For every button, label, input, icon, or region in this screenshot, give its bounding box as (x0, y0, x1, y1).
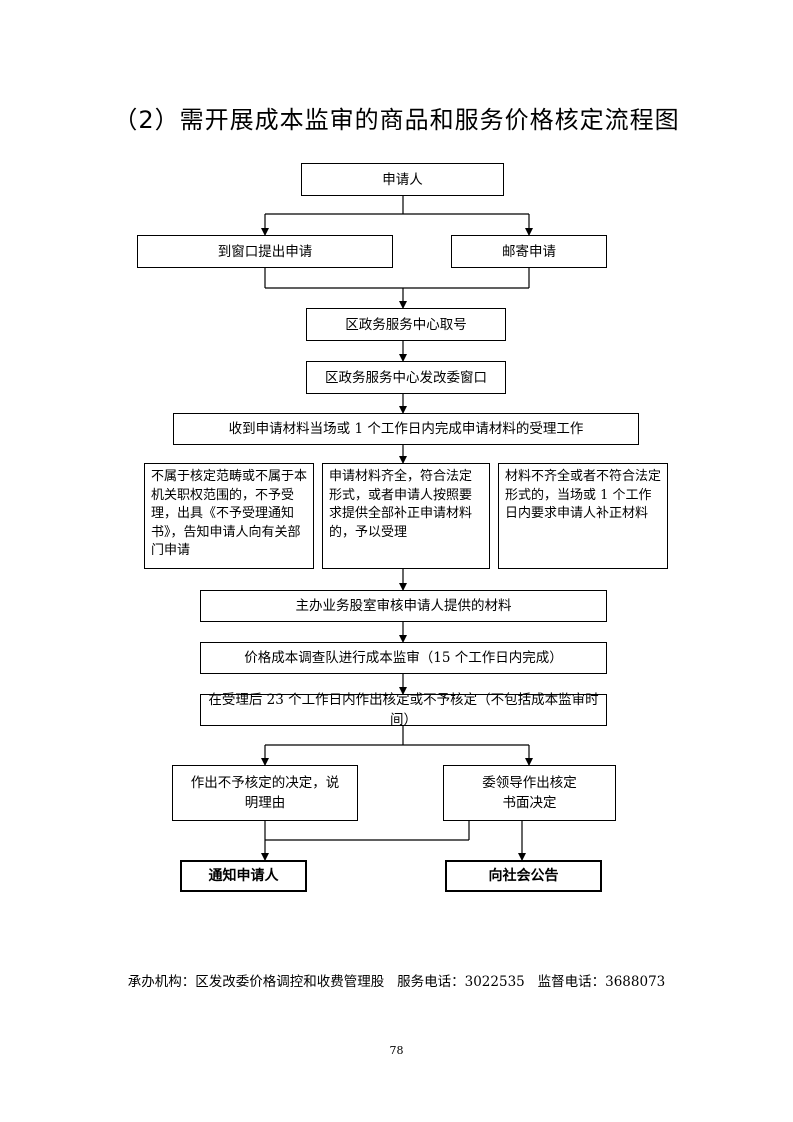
page-number: 78 (389, 1044, 404, 1057)
intake-box: 收到申请材料当场或 1 个工作日内完成申请材料的受理工作 (173, 413, 639, 445)
review-box: 主办业务股室审核申请人提供的材料 (200, 590, 607, 622)
window-box: 区政务服务中心发改委窗口 (306, 361, 506, 394)
mail-application-box: 邮寄申请 (451, 235, 607, 268)
written-decision-line2: 书面决定 (502, 795, 557, 811)
written-decision-box: 委领导作出核定 书面决定 (443, 765, 616, 821)
page-title: （2）需开展成本监审的商品和服务价格核定流程图 (113, 106, 680, 134)
public-announcement-box: 向社会公告 (445, 860, 602, 892)
applicant-box: 申请人 (301, 163, 504, 196)
take-number-box: 区政务服务中心取号 (306, 308, 506, 341)
service-phone: 服务电话：3022535 (397, 974, 525, 990)
reject-box: 不属于核定范畴或不属于本机关职权范围的，不予受理，出具《不予受理通知书》，告知申… (144, 463, 314, 569)
walk-in-application-box: 到窗口提出申请 (137, 235, 393, 268)
notify-applicant-box: 通知申请人 (180, 860, 307, 892)
supplement-box: 材料不齐全或者不符合法定形式的，当场或 1 个工作日内要求申请人补正材料 (498, 463, 668, 569)
handling-office: 承办机构：区发改委价格调控和收费管理股 (127, 974, 385, 990)
cost-audit-box: 价格成本调查队进行成本监审（15 个工作日内完成） (200, 642, 607, 674)
no-approval-box: 作出不予核定的决定，说明理由 (172, 765, 358, 821)
written-decision-line1: 委领导作出核定 (482, 775, 577, 791)
footer-contacts: 承办机构：区发改委价格调控和收费管理股 服务电话：3022535 监督电话：36… (0, 970, 793, 990)
supervision-phone: 监督电话：3688073 (537, 974, 666, 990)
decision-time-box: 在受理后 23 个工作日内作出核定或不予核定（不包括成本监审时间） (200, 692, 607, 728)
accept-box: 申请材料齐全，符合法定形式，或者申请人按照要求提供全部补正申请材料的，予以受理 (322, 463, 490, 569)
